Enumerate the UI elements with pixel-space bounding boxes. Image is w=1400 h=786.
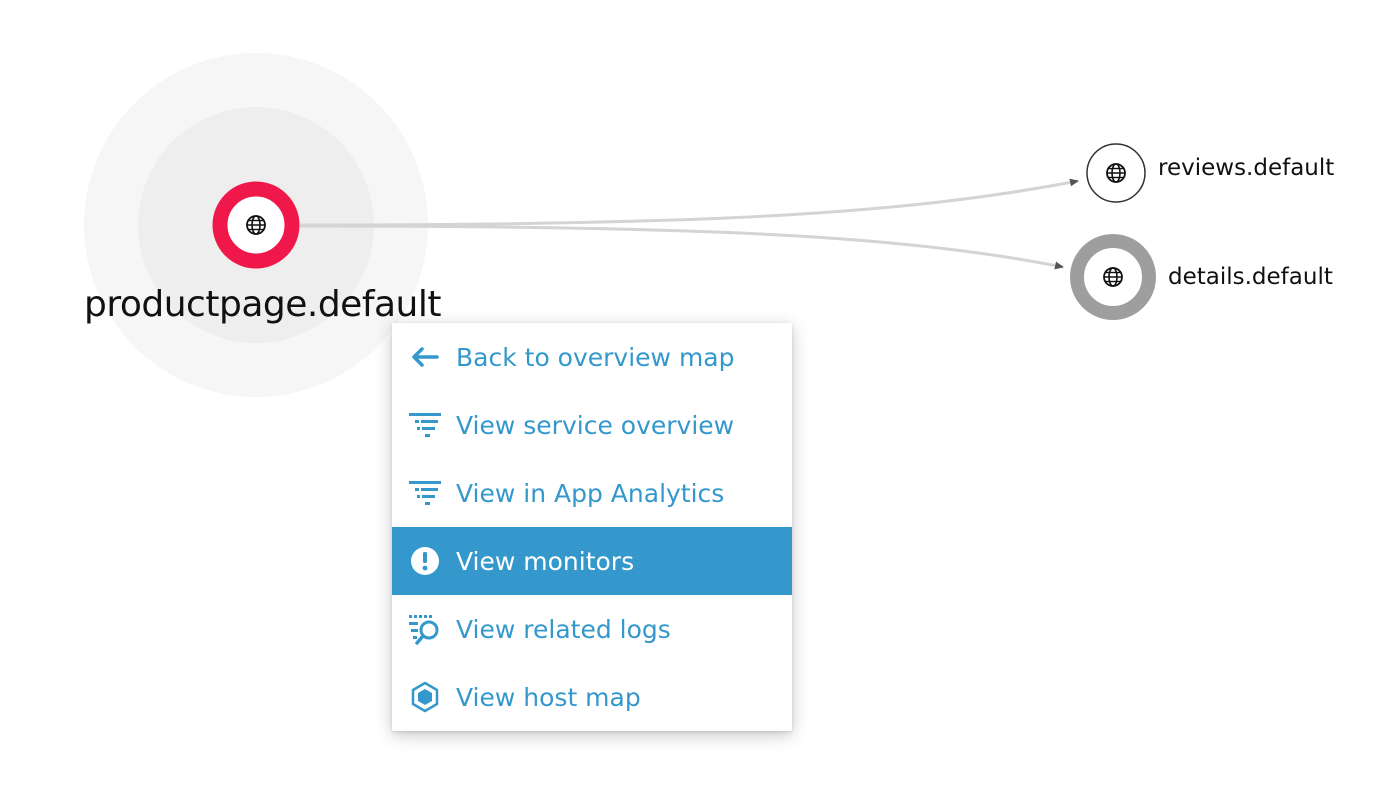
node-label-productpage[interactable]: productpage.default (84, 284, 442, 325)
menu-item-label: View host map (456, 682, 641, 712)
edge-productpage-reviews[interactable] (299, 178, 1079, 227)
menu-item-view-app-analytics[interactable]: View in App Analytics (392, 459, 792, 527)
menu-item-label: View in App Analytics (456, 478, 725, 508)
logs-search-icon (407, 613, 443, 645)
node-details[interactable] (1070, 234, 1156, 320)
menu-item-view-host-map[interactable]: View host map (392, 663, 792, 731)
menu-item-label: View related logs (456, 614, 671, 644)
node-productpage[interactable] (212, 181, 300, 269)
menu-item-back-to-overview[interactable]: Back to overview map (392, 323, 792, 391)
menu-item-view-service-overview[interactable]: View service overview (392, 391, 792, 459)
node-label-details[interactable]: details.default (1168, 264, 1333, 290)
filter-lines-icon (407, 409, 443, 441)
menu-item-view-related-logs[interactable]: View related logs (392, 595, 792, 663)
filter-lines-icon (407, 477, 443, 509)
menu-item-label: View monitors (456, 546, 635, 576)
node-label-reviews[interactable]: reviews.default (1158, 155, 1335, 181)
node-reviews[interactable] (1086, 143, 1146, 203)
arrow-left-icon (407, 341, 443, 373)
edge-productpage-details[interactable] (299, 224, 1064, 270)
exclamation-circle-icon (407, 545, 443, 577)
node-context-menu: Back to overview map View service overvi… (392, 323, 792, 731)
hexagon-icon (407, 681, 443, 713)
menu-item-label: Back to overview map (456, 342, 735, 372)
menu-item-label: View service overview (456, 410, 735, 440)
menu-item-view-monitors[interactable]: View monitors (392, 527, 792, 595)
